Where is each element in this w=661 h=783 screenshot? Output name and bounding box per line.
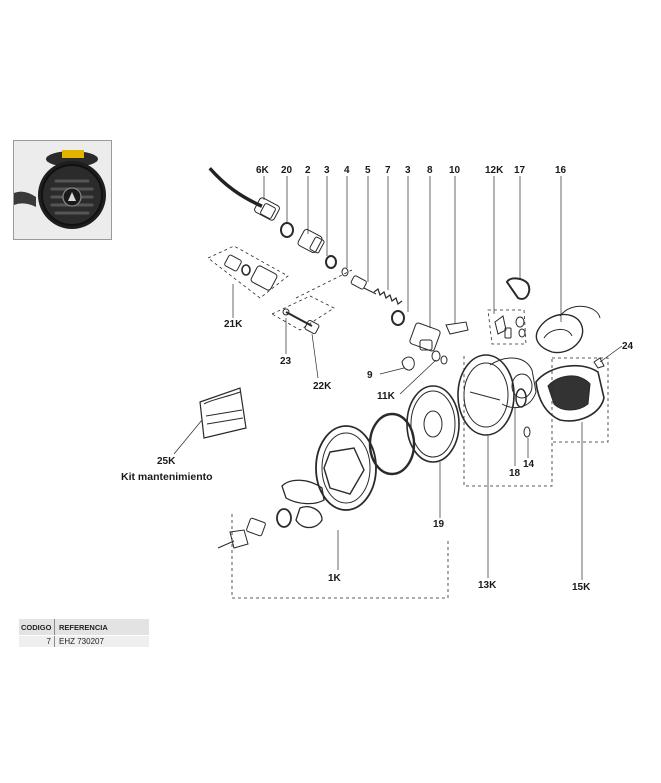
product-thumbnail: [13, 140, 112, 240]
callout-12k: 12K: [485, 165, 504, 176]
callout-21k: 21K: [224, 319, 243, 330]
table-header-row: CODIGO REFERENCIA: [19, 619, 149, 635]
callout-labels: 6K 20 2 3 4 5 7 3 8 10 12K 17 16 24 21K …: [121, 165, 634, 593]
callout-2: 2: [305, 165, 311, 176]
screw-24: [593, 357, 605, 369]
callout-1k: 1K: [328, 573, 342, 584]
callout-6k: 6K: [256, 165, 270, 176]
leader-lines: [173, 176, 623, 580]
regulator-photo-icon: [14, 141, 111, 239]
callout-9: 9: [367, 370, 373, 381]
callout-22k: 22K: [313, 381, 332, 392]
callout-19: 19: [433, 519, 445, 530]
o-ring-3b: [391, 310, 405, 326]
callout-17: 17: [514, 165, 526, 176]
valve-body-8: [409, 322, 441, 352]
o-ring-3a: [325, 255, 337, 269]
housing-13k: [457, 354, 537, 436]
cell-referencia: EHZ 730207: [59, 637, 104, 646]
diaphragm-19: [406, 385, 460, 463]
callout-11k: 11K: [377, 391, 396, 402]
kit-maintenance-label: Kit mantenimiento: [121, 471, 213, 483]
callout-23: 23: [280, 356, 292, 367]
kit-groupings: [207, 245, 609, 599]
cell-codigo: 7: [19, 636, 55, 647]
callout-18: 18: [509, 468, 521, 479]
purge-button-parts: [217, 479, 325, 549]
callout-14: 14: [523, 459, 535, 470]
callout-24: 24: [622, 341, 634, 352]
header-codigo: CODIGO: [19, 619, 55, 635]
header-referencia: REFERENCIA: [59, 623, 108, 632]
reference-table: CODIGO REFERENCIA 7 EHZ 730207: [19, 619, 149, 648]
mouthpiece-16: [535, 305, 601, 354]
table-row: 7 EHZ 730207: [19, 636, 149, 647]
callout-4: 4: [344, 165, 350, 176]
fitting-2: [297, 228, 325, 254]
callout-7: 7: [385, 165, 391, 176]
clip-17: [505, 277, 531, 300]
callout-8: 8: [427, 165, 433, 176]
kit-22k-parts: [282, 308, 320, 335]
part-18: [515, 388, 527, 408]
maintenance-kit-bag: [199, 387, 247, 439]
washer-4: [341, 267, 349, 277]
front-cover-1k: [315, 425, 377, 511]
callout-5: 5: [365, 165, 371, 176]
callout-15k: 15K: [572, 582, 591, 593]
callout-3a: 3: [324, 165, 330, 176]
hose-part: [208, 165, 280, 221]
callout-16: 16: [555, 165, 567, 176]
spring-7: [373, 288, 403, 305]
lever-10: [445, 321, 469, 335]
callout-3b: 3: [405, 165, 411, 176]
part-9: [401, 356, 415, 371]
part-14: [523, 426, 531, 438]
callout-13k: 13K: [478, 580, 497, 591]
cover-15k: [535, 364, 605, 422]
callout-25k: 25K: [157, 456, 176, 467]
valve-pin-5: [350, 275, 377, 295]
callout-10: 10: [449, 165, 461, 176]
kit-11k-parts: [431, 350, 448, 365]
o-ring-20: [280, 222, 294, 238]
kit-12k-parts: [494, 315, 526, 339]
callout-20: 20: [281, 165, 293, 176]
kit-21k-parts: [224, 254, 278, 291]
